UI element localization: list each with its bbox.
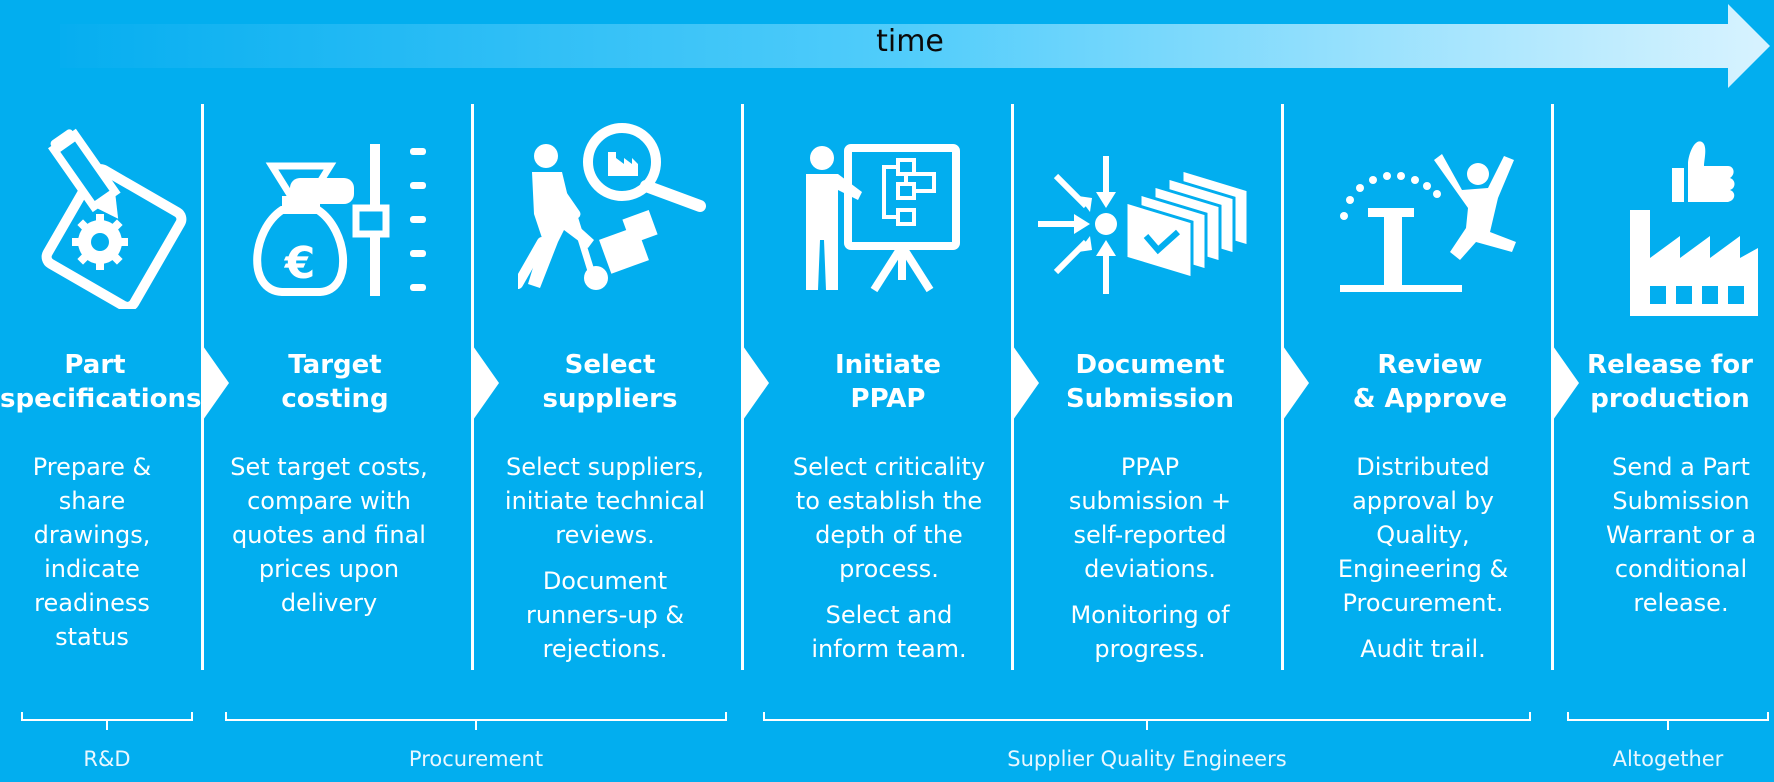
time-label: time [876, 24, 944, 59]
group-label-altogether: Altogether [1612, 747, 1724, 771]
stage-title-line: Initiate [834, 350, 942, 380]
chevron-right-icon [743, 346, 769, 420]
stage-description-text: Select and inform team. [811, 601, 967, 663]
stage-title-select-suppliers: Select suppliers [490, 348, 730, 416]
stage-divider [1551, 104, 1554, 670]
group-label-supplier-quality-engineers: Supplier Quality Engineers [1007, 747, 1287, 771]
stage-title-initiate-ppap: Initiate PPAP [768, 348, 1008, 416]
stage-description-text: Document runners-up & rejections. [525, 567, 685, 663]
stage-description-text: Distributed approval by Quality, Enginee… [1337, 453, 1509, 617]
stage-title-release-for-production: Release for production [1570, 348, 1770, 416]
stage-divider [741, 104, 744, 670]
stage-description-text: Monitoring of progress. [1070, 601, 1230, 663]
stage-title-line: Submission [1065, 384, 1235, 414]
stage-title-line: production [1590, 384, 1750, 414]
chevron-right-icon [1013, 346, 1039, 420]
euro-moneybag-slider-icon: € [253, 144, 426, 296]
svg-text:€: € [284, 238, 316, 289]
arrows-folders-check-icon [1038, 156, 1250, 294]
stage-title-document-submission: Document Submission [1030, 348, 1270, 416]
factory-thumbsup-icon [1630, 141, 1758, 316]
stage-divider [471, 104, 474, 670]
stage-divider [201, 104, 204, 670]
group-label-rd: R&D [83, 747, 131, 771]
stage-description-text: Set target costs, compare with quotes an… [230, 453, 428, 617]
stage-title-line: & Approve [1352, 384, 1508, 414]
stage-description-text: Send a Part Submission Warrant or a cond… [1605, 453, 1757, 617]
stage-title-review-approve: Review & Approve [1310, 348, 1550, 416]
stage-description-text: Audit trail. [1360, 635, 1486, 663]
stage-title-line: PPAP [850, 384, 926, 414]
stage-description-text: Select criticality to establish the dept… [792, 453, 986, 583]
time-arrow: time [0, 0, 1774, 90]
stage-title-line: Part [64, 350, 126, 380]
group-brackets [21, 712, 1769, 730]
chevron-right-icon [1283, 346, 1309, 420]
stage-title-line: Target [288, 350, 382, 380]
stage-description: Select criticality to establish the dept… [784, 450, 994, 666]
chevron-right-icon [1553, 346, 1579, 420]
pencil-document-gear-icon [41, 128, 187, 309]
stage-title-line: specifications [0, 384, 202, 414]
stage-title-line: suppliers [542, 384, 678, 414]
chevron-right-icon [203, 346, 229, 420]
stage-description: Distributed approval by Quality, Enginee… [1318, 450, 1528, 666]
stage-description: Select suppliers, initiate technical rev… [500, 450, 710, 666]
stage-title-part-specifications: Part specifications [0, 348, 201, 416]
stage-description: PPAP submission + self-reported deviatio… [1050, 450, 1250, 666]
stage-title-line: costing [281, 384, 389, 414]
stage-title-line: Review [1377, 350, 1483, 380]
presenter-flowchart-board-icon [806, 144, 960, 293]
stage-title-target-costing: Target costing [215, 348, 455, 416]
stage-description: Prepare & share drawings, indicate readi… [18, 450, 166, 654]
stage-title-line: Select [564, 350, 656, 380]
stage-description-text: PPAP submission + self-reported deviatio… [1068, 453, 1232, 583]
chevron-right-icon [473, 346, 499, 420]
stage-title-line: Release for [1587, 350, 1753, 380]
stage-description-text: Select suppliers, initiate technical rev… [504, 453, 706, 549]
stage-description-text: Prepare & share drawings, indicate readi… [32, 453, 152, 651]
stage-title-line: Document [1075, 350, 1225, 380]
hurdle-jumper-icon [1340, 154, 1516, 292]
group-label-procurement: Procurement [408, 747, 544, 771]
worker-handtruck-magnifier-icon [518, 123, 706, 290]
stage-divider [1281, 104, 1284, 670]
stage-description: Send a Part Submission Warrant or a cond… [1596, 450, 1766, 620]
stage-divider [1011, 104, 1014, 670]
stage-description: Set target costs, compare with quotes an… [224, 450, 434, 620]
